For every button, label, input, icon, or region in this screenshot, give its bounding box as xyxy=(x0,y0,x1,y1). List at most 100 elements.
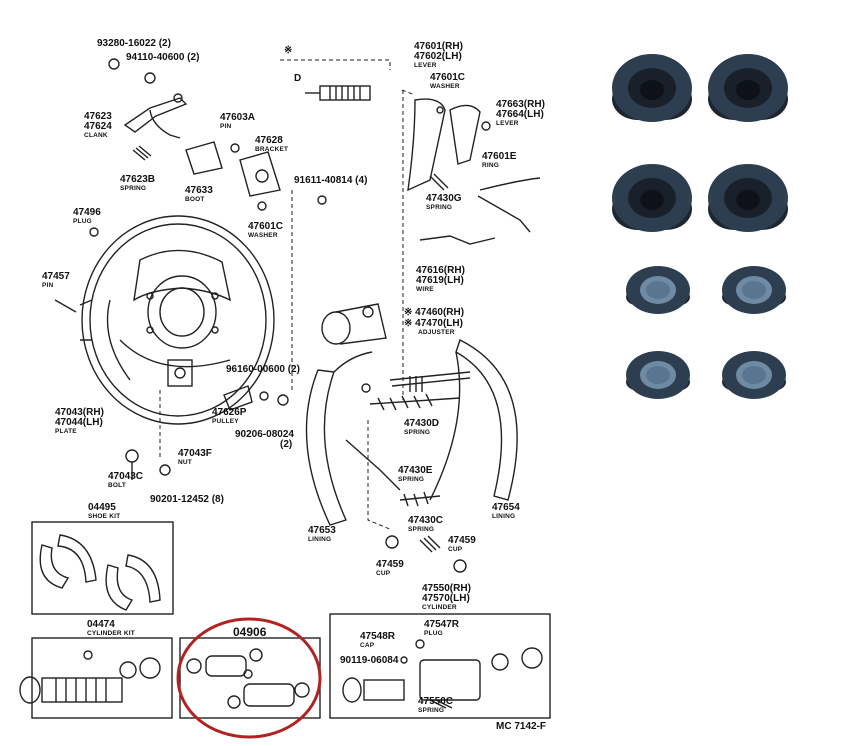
label-wire: WIRE xyxy=(416,286,434,293)
label-cup-a: CUP xyxy=(376,570,391,577)
shoe-kit-box xyxy=(31,521,174,615)
label-cylinder-kit: CYLINDER KIT xyxy=(87,630,135,637)
label-47457: 47457 xyxy=(42,271,70,282)
label-lining: LINING xyxy=(308,536,332,543)
rubber-seal-ring xyxy=(626,351,690,399)
label-04474: 04474 xyxy=(87,619,115,630)
bracket xyxy=(185,141,327,211)
shoe-kit-parts xyxy=(39,534,161,611)
label-lever: LEVER xyxy=(414,62,437,69)
levers xyxy=(407,98,541,245)
label-cap: CAP xyxy=(360,642,375,649)
label-90119: 90119-06084 xyxy=(340,655,399,666)
label-d: D xyxy=(294,73,302,84)
label-47624: 47624 xyxy=(84,121,112,132)
label-47496: 47496 xyxy=(73,207,101,218)
adjuster xyxy=(369,371,471,507)
rubber-cup xyxy=(612,164,692,232)
label-spring-c: SPRING xyxy=(408,526,435,533)
seal-kit-parts xyxy=(186,648,310,709)
label-figure-code: MC 7142-F xyxy=(496,721,547,732)
cylinder-kit-parts xyxy=(19,650,161,704)
label-plate: PLATE xyxy=(55,428,77,435)
label-bracket: BRACKET xyxy=(255,146,289,153)
label-spring-d: SPRING xyxy=(404,429,431,436)
fasteners xyxy=(54,227,467,573)
label-spring: SPRING xyxy=(120,185,147,192)
label-90201: 90201-12452 (8) xyxy=(150,494,224,505)
label-47623: 47623 xyxy=(84,111,112,122)
label-washer: WASHER xyxy=(248,232,278,239)
label-04906: 04906 xyxy=(233,625,267,639)
label-47626P: 47626P xyxy=(212,407,247,418)
guide-lines xyxy=(159,59,416,531)
label-47623B: 47623B xyxy=(120,174,156,185)
label-bolt: BOLT xyxy=(108,482,127,489)
label-90206-qty: (2) xyxy=(280,439,293,450)
label-47633: 47633 xyxy=(185,185,213,196)
cylinder-box xyxy=(329,613,551,719)
label-cup-b: CUP xyxy=(448,546,463,553)
label-94110: 94110-40600 (2) xyxy=(126,52,200,63)
rubber-seal-ring xyxy=(626,266,690,314)
label-47603A: 47603A xyxy=(220,112,256,123)
label-star: ※ xyxy=(284,45,293,56)
label-47460: ※ 47460(RH) xyxy=(404,307,465,318)
label-93280: 93280-16022 (2) xyxy=(97,38,171,49)
label-47043F: 47043F xyxy=(178,448,212,459)
label-plug-r: PLUG xyxy=(424,630,443,637)
label-shoe-kit: SHOE KIT xyxy=(88,513,121,520)
label-47654: 47654 xyxy=(492,502,520,513)
label-spring-e: SPRING xyxy=(398,476,425,483)
label-47570: 47570(LH) xyxy=(422,593,470,604)
label-ring: RING xyxy=(482,162,500,169)
brake-shoes xyxy=(305,339,518,526)
cylinder-assembly-parts xyxy=(342,639,543,709)
label-clank: CLANK xyxy=(84,132,108,139)
label-47601: 47601(RH) xyxy=(414,41,463,52)
label-spring-g: SPRING xyxy=(426,204,453,211)
label-47043: 47043(RH) xyxy=(55,407,104,418)
label-cylinder: CYLINDER xyxy=(422,604,457,611)
label-04495: 04495 xyxy=(88,502,116,513)
label-pin: PIN xyxy=(220,123,232,130)
cylinder-kit-box xyxy=(31,637,173,719)
label-plug: PLUG xyxy=(73,218,92,225)
label-47044: 47044(LH) xyxy=(55,417,103,428)
label-nut: NUT xyxy=(178,459,192,466)
label-47601E: 47601E xyxy=(482,151,517,162)
label-adjuster: ADJUSTER xyxy=(418,329,455,336)
label-pin-2: PIN xyxy=(42,282,54,289)
label-47430D: 47430D xyxy=(404,418,440,429)
label-pulley: PULLEY xyxy=(212,418,239,425)
rubber-seal-set xyxy=(612,54,788,399)
rubber-seal-ring xyxy=(722,266,786,314)
label-47459-a: 47459 xyxy=(376,559,404,570)
label-47550: 47550(RH) xyxy=(422,583,471,594)
label-47628: 47628 xyxy=(255,135,283,146)
highlight-circle xyxy=(176,617,322,739)
rubber-seal-ring xyxy=(722,351,786,399)
clank xyxy=(108,58,188,161)
label-boot: BOOT xyxy=(185,196,205,203)
label-47601C-washer: 47601C xyxy=(248,221,284,232)
label-47663: 47663(RH) xyxy=(496,99,545,110)
label-96160: 96160-00600 (2) xyxy=(226,364,300,375)
adjuster-bolt xyxy=(305,85,371,101)
label-47619: 47619(LH) xyxy=(416,275,464,286)
label-47653: 47653 xyxy=(308,525,336,536)
rubber-cup xyxy=(708,54,788,122)
label-spring-550c: SPRING xyxy=(418,707,445,714)
rubber-cup xyxy=(708,164,788,232)
label-90206: 90206-08024 xyxy=(235,429,294,440)
label-lever-2: LEVER xyxy=(496,120,519,127)
label-47550C: 47550C xyxy=(418,696,454,707)
label-47430E: 47430E xyxy=(398,465,433,476)
label-47547R: 47547R xyxy=(424,619,460,630)
label-47664: 47664(LH) xyxy=(496,109,544,120)
label-47430G: 47430G xyxy=(426,193,462,204)
label-47601C: 47601C xyxy=(430,72,466,83)
wheel-cylinder xyxy=(321,303,387,393)
label-91611: 91611-40814 (4) xyxy=(294,175,368,186)
label-47043C: 47043C xyxy=(108,471,144,482)
